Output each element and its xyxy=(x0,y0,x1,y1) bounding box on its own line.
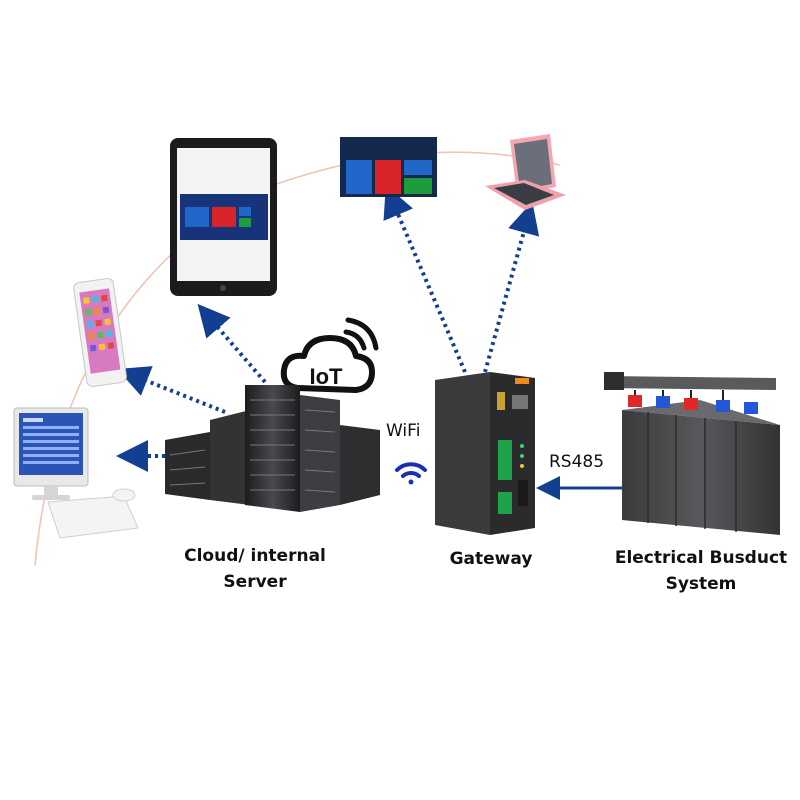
busduct-label-line1: Electrical Busduct xyxy=(615,548,787,568)
wifi-label: WiFi xyxy=(386,421,420,441)
arrows xyxy=(116,185,540,472)
busduct-label-line2: System xyxy=(666,574,737,594)
tablet-icon xyxy=(170,138,277,296)
arrow-server-to-phone xyxy=(117,366,226,414)
busduct-cabinet-icon xyxy=(604,372,780,535)
monitor-icon xyxy=(340,137,437,197)
server-label-line1: Cloud/ internal xyxy=(184,546,326,566)
rs485-label: RS485 xyxy=(549,452,604,472)
desktop-pc-icon xyxy=(13,407,139,539)
server-label-line2: Server xyxy=(223,572,287,592)
gateway-device-icon xyxy=(435,372,535,535)
server-rack-icon xyxy=(165,385,380,512)
gateway-label: Gateway xyxy=(450,549,533,569)
cloud-icon: IoT xyxy=(280,317,379,393)
smartphone-icon xyxy=(73,277,127,387)
busduct-tap-boxes xyxy=(628,390,758,414)
iot-label: IoT xyxy=(310,364,344,389)
arrow-server-to-tablet xyxy=(197,303,267,384)
wifi-icon xyxy=(395,462,427,485)
arrow-gateway-to-laptop xyxy=(483,201,540,373)
arrow-gateway-to-monitor xyxy=(383,185,467,373)
laptop-icon xyxy=(485,134,566,210)
